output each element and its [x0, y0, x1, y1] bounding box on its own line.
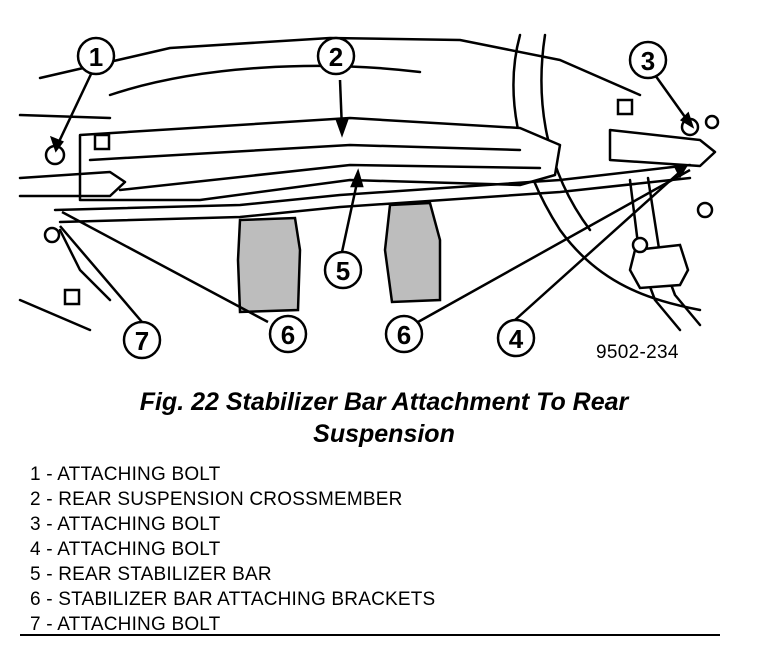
figure-caption: Fig. 22 Stabilizer Bar Attachment To Rea…	[0, 386, 768, 450]
callout-7: 7	[135, 326, 149, 356]
legend-item: 5 - REAR STABILIZER BAR	[30, 564, 272, 585]
body-outline	[18, 113, 112, 120]
stabilizer-bar-arm	[18, 170, 127, 198]
legend-item: 7 - ATTACHING BOLT	[30, 614, 221, 635]
bracket-left	[236, 216, 302, 314]
wheel-arch	[512, 33, 702, 312]
crossmember-edge	[88, 143, 522, 162]
bolt	[43, 226, 61, 244]
bolt	[631, 236, 649, 254]
nut	[63, 288, 81, 306]
callout-5: 5	[336, 256, 350, 286]
legend-item: 3 - ATTACHING BOLT	[30, 514, 221, 535]
body-outline	[18, 298, 92, 332]
callout-6-left: 6	[281, 320, 295, 350]
callout-6-right: 6	[397, 320, 411, 350]
bracket-right	[383, 201, 442, 304]
body-outline	[108, 64, 422, 97]
crossmember-edge	[118, 163, 542, 192]
stabilizer-bar	[58, 176, 692, 224]
caption-line-1: Fig. 22 Stabilizer Bar Attachment To Rea…	[139, 388, 629, 416]
callout-4: 4	[509, 324, 524, 354]
bolt	[704, 114, 720, 130]
legend-list: 1 - ATTACHING BOLT 2 - REAR SUSPENSION C…	[30, 462, 435, 637]
stabilizer-bar-arm	[608, 128, 717, 168]
nut	[93, 133, 111, 151]
bottom-divider	[20, 634, 720, 636]
lower-mount	[628, 243, 690, 290]
figure-code: 9502-234	[596, 342, 679, 363]
callout-1: 1	[89, 42, 103, 72]
legend-item: 6 - STABILIZER BAR ATTACHING BRACKETS	[30, 589, 436, 610]
callout-2: 2	[329, 42, 343, 72]
legend-item: 2 - REAR SUSPENSION CROSSMEMBER	[30, 489, 403, 510]
wheel-arch	[540, 33, 592, 232]
legend-item: 1 - ATTACHING BOLT	[30, 464, 221, 485]
body-outline	[38, 36, 642, 97]
stabilizer-bar	[53, 163, 692, 212]
suspension-diagram: 1 2 3 4 5 6 6 7	[18, 33, 720, 360]
bolt	[696, 201, 714, 219]
callout-3: 3	[641, 46, 655, 76]
nut	[616, 98, 634, 116]
link-rod	[58, 228, 112, 302]
crossmember	[78, 116, 562, 202]
caption-line-2: Suspension	[313, 420, 455, 448]
legend-item: 4 - ATTACHING BOLT	[30, 539, 221, 560]
